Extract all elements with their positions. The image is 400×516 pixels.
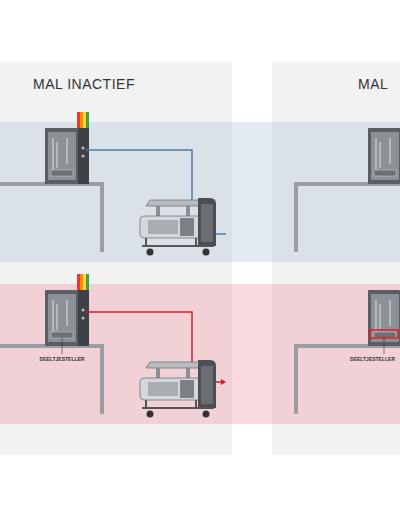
part-label: DEELTJESTELLER — [39, 356, 86, 362]
panel-title: MAL INACTIEF — [33, 76, 135, 92]
part-label: DEELTJESTELLER — [349, 356, 396, 362]
panel: MAL — [272, 62, 400, 455]
panel: MAL INACTIEF — [0, 62, 232, 455]
panel-title: MAL — [358, 76, 388, 92]
